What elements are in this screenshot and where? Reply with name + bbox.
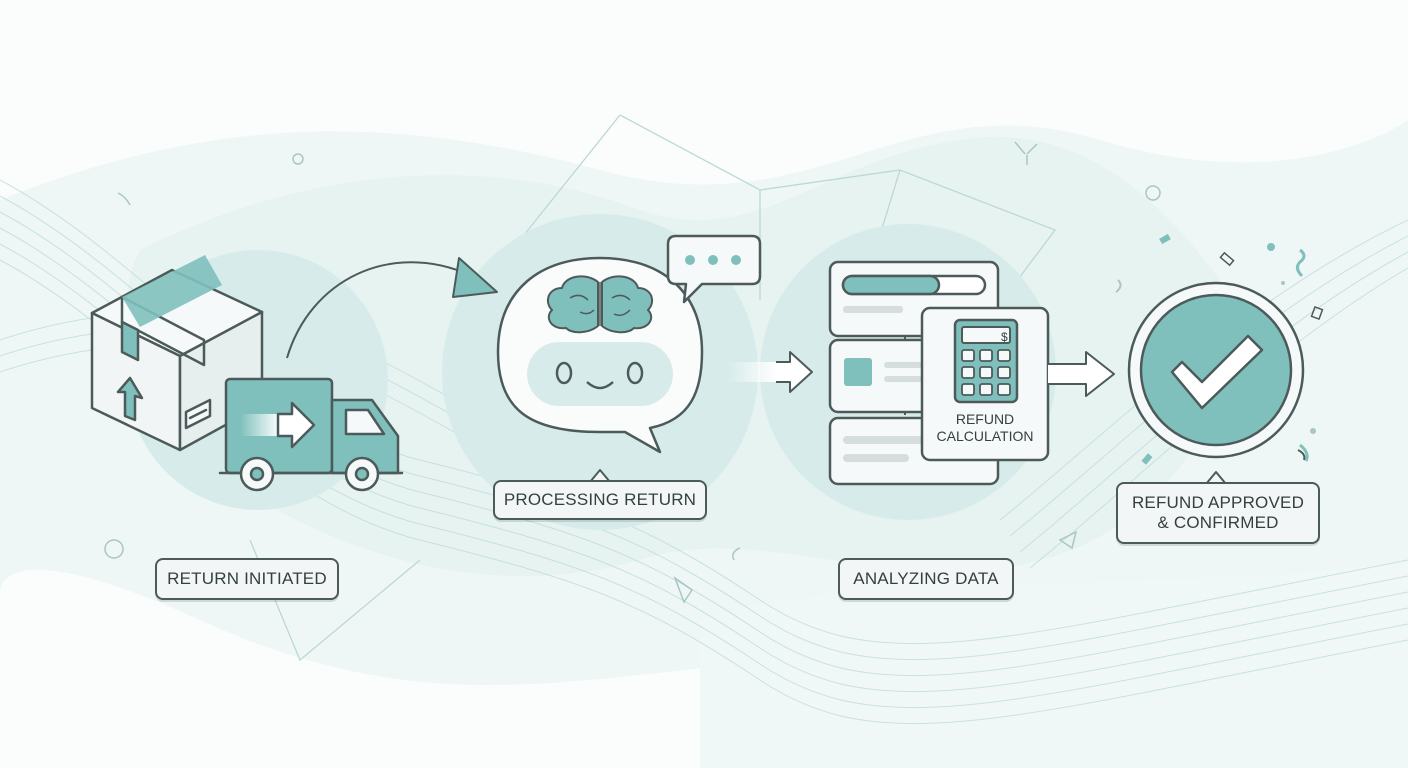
robot-face	[527, 342, 673, 406]
form-line	[843, 306, 903, 313]
deco-triangle	[1058, 530, 1078, 550]
decorations	[104, 141, 1161, 604]
package-truck-icon	[90, 255, 404, 492]
confetti	[1115, 233, 1324, 465]
calculator-symbol: $	[1001, 330, 1008, 344]
box-tape-top	[122, 255, 222, 327]
deco-circle	[104, 539, 124, 559]
step-label-return-initiated: RETURN INITIATED	[155, 558, 339, 600]
box-tape-side	[120, 320, 140, 362]
robot-eye	[626, 361, 644, 385]
geometric-line	[519, 114, 621, 241]
deco-arc	[117, 192, 131, 206]
confetti-piece	[1159, 233, 1171, 245]
form-line	[843, 436, 923, 444]
data-forms-icon: $	[828, 260, 1050, 486]
ai-brain-chat-icon	[496, 234, 762, 454]
form-thumbnail	[844, 358, 872, 386]
confetti-piece	[1141, 453, 1153, 465]
deco-arc	[732, 547, 741, 561]
step-label-text: PROCESSING RETURN	[503, 490, 697, 509]
truck-window	[344, 408, 386, 436]
arrow-motion-fade	[240, 414, 280, 436]
label-pointer	[1205, 471, 1227, 485]
form-line	[843, 454, 909, 462]
calculator-caption-line2: CALCULATION	[936, 428, 1034, 444]
calculator-screen	[961, 326, 1011, 344]
curved-arrow-head	[452, 257, 498, 298]
right-arrow-icon	[276, 401, 316, 449]
calculator-caption: REFUND CALCULATION	[922, 411, 1048, 445]
calculator-keys	[961, 349, 1011, 396]
typing-dot	[708, 255, 718, 265]
curved-arrow-path	[286, 261, 471, 359]
box-tape	[120, 295, 206, 367]
truck-wheel-hub	[249, 466, 265, 482]
step-label-text-line1: REFUND APPROVED	[1131, 493, 1305, 512]
truck-wheel-hub	[354, 466, 370, 482]
form-line	[884, 376, 924, 382]
typing-dot	[685, 255, 695, 265]
deco-circle	[1145, 185, 1161, 201]
typing-dot	[731, 255, 741, 265]
confetti-piece	[1295, 248, 1306, 278]
arrow-icon	[776, 351, 813, 393]
brain-icon	[546, 275, 599, 334]
label-pointers	[589, 469, 1227, 485]
brain-icon	[601, 275, 654, 334]
calculator-caption-line1: REFUND	[955, 411, 1015, 427]
brain-fold	[569, 282, 631, 326]
progress-bar-fill	[841, 274, 941, 296]
background-blob	[700, 560, 1408, 768]
step-label-processing-return: PROCESSING RETURN	[493, 480, 707, 520]
checkmark-circle-icon	[1127, 281, 1305, 459]
step-label-analyzing-data: ANALYZING DATA	[838, 558, 1014, 600]
step-label-text: ANALYZING DATA	[853, 569, 999, 588]
check-icon	[1170, 334, 1264, 410]
confetti-piece	[1267, 243, 1275, 251]
straight-arrow	[1048, 351, 1115, 397]
confetti-piece	[1310, 428, 1316, 434]
arrow-icon	[1048, 351, 1115, 397]
confetti-piece	[1219, 251, 1235, 267]
confetti-piece	[1281, 281, 1285, 285]
step-label-refund-approved: REFUND APPROVED & CONFIRMED	[1116, 482, 1320, 544]
robot-smile	[586, 381, 614, 390]
up-arrow-icon	[116, 376, 144, 422]
deco-spark	[1014, 141, 1038, 165]
confetti-piece	[1115, 279, 1122, 293]
step-label-text: RETURN INITIATED	[167, 569, 327, 588]
step-label-text-line2: & CONFIRMED	[1157, 513, 1279, 532]
confetti-piece	[1297, 449, 1306, 461]
box-label-line	[188, 408, 208, 420]
robot-eye	[555, 361, 573, 385]
typing-bubble	[666, 234, 762, 304]
label-pointer	[589, 469, 611, 483]
deco-circle	[292, 153, 304, 165]
straight-arrow	[728, 351, 813, 393]
curved-arrow	[286, 257, 498, 359]
confetti-piece	[1310, 305, 1324, 321]
arrow-motion-fade	[728, 362, 778, 382]
confetti-piece	[1299, 443, 1309, 462]
deco-triangle	[673, 575, 694, 604]
form-line	[884, 362, 924, 368]
